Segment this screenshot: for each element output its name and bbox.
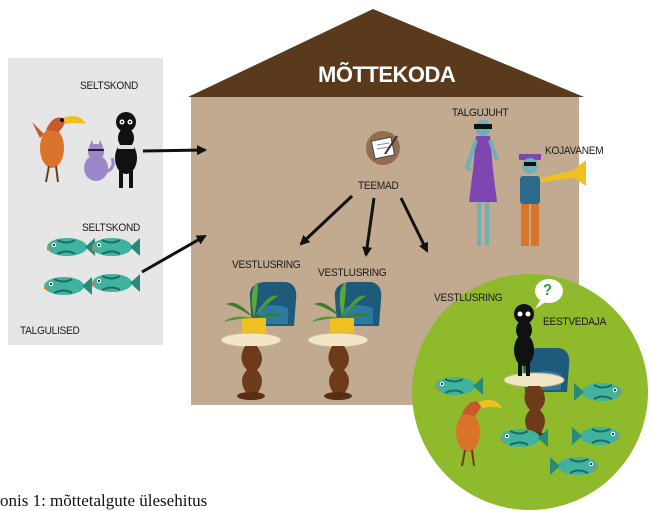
arrow-icon <box>362 197 376 257</box>
woman-leader-icon <box>464 120 499 246</box>
question-bubble-icon <box>535 279 563 309</box>
label-kojavanem: KOJAVANEM <box>545 145 604 157</box>
label-talgulised: TALGULISED <box>20 325 80 337</box>
poodle-icon <box>514 304 534 376</box>
label-seltskond-bottom: SELTSKOND <box>82 222 141 234</box>
label-teemad: TEEMAD <box>358 180 399 192</box>
bird-icon <box>456 400 502 467</box>
bird-icon <box>32 116 86 183</box>
arrow-icon <box>399 197 429 253</box>
arrow-icon <box>142 145 207 156</box>
arrow-icon <box>141 234 207 274</box>
label-vestlusring-1: VESTLUSRING <box>232 259 301 271</box>
label-talgujuht: TALGUJUHT <box>452 107 509 119</box>
figure-caption: onis 1: mõttetalgute ülesehitus <box>0 491 208 510</box>
house-title: MÕTTEKODA <box>318 62 456 87</box>
notepad-icon <box>366 131 400 165</box>
man-horn-icon <box>519 154 586 246</box>
talgulised-panel <box>8 58 163 345</box>
house-roof <box>188 9 584 97</box>
label-eestvedaja: EESTVEDAJA <box>543 316 607 328</box>
question-mark: ? <box>543 282 552 299</box>
label-vestlusring-2: VESTLUSRING <box>318 267 387 279</box>
label-seltskond-top: SELTSKOND <box>80 80 139 92</box>
arrow-icon <box>299 194 354 246</box>
label-vestlusring-3: VESTLUSRING <box>434 292 503 304</box>
poodle-icon <box>115 112 137 188</box>
cat-icon <box>84 140 115 181</box>
